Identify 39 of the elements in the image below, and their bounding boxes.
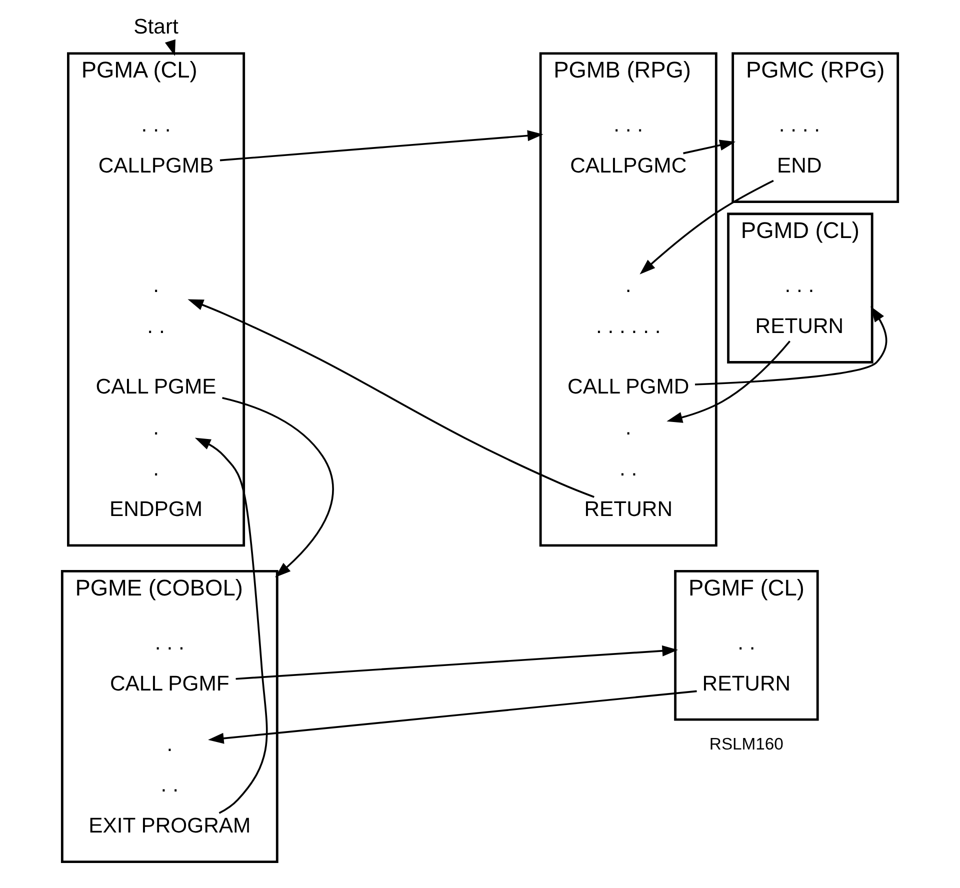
node-text: RETURN [755,315,844,338]
node-text: RETURN [584,498,672,522]
node-text: . . . . [778,114,820,137]
node-text: . . [620,457,638,480]
node-text: Start [134,15,178,38]
node-text: CALLPGMC [570,154,687,178]
arrow [222,396,334,578]
node-text: . . . [154,631,184,654]
node-text: CALL PGMD [568,376,690,399]
node-text: . . . . . . [596,315,661,338]
node-text: . . . [784,274,814,298]
arrow [194,438,268,814]
arrow [666,340,790,423]
node-text: RETURN [702,672,791,696]
node-text: . . [147,315,165,338]
node-text: . . . [614,114,644,137]
node-text: CALLPGMB [98,154,214,178]
node-text: . [153,416,159,440]
node-text: CALL PGME [96,376,216,399]
node-text: ENDPGM [110,498,203,522]
node-text: END [777,154,822,178]
arrow [683,140,736,154]
label: RSLM160 [709,734,784,754]
arrow [236,645,678,680]
node-text: . [166,732,173,756]
node-text: . . . [141,114,171,137]
node-text: . [153,457,159,480]
node-text: . . [160,774,178,797]
node-text: . [625,274,632,298]
arrow [220,130,544,162]
node-text: . . [738,631,756,654]
arrow [188,299,594,498]
node-text: . [625,416,632,440]
node-text: . [153,274,159,298]
node-text: CALL PGMF [110,672,230,696]
arrow [640,180,774,274]
arrow [694,306,888,386]
arrow [208,690,697,744]
node-text: EXIT PROGRAM [88,814,251,838]
